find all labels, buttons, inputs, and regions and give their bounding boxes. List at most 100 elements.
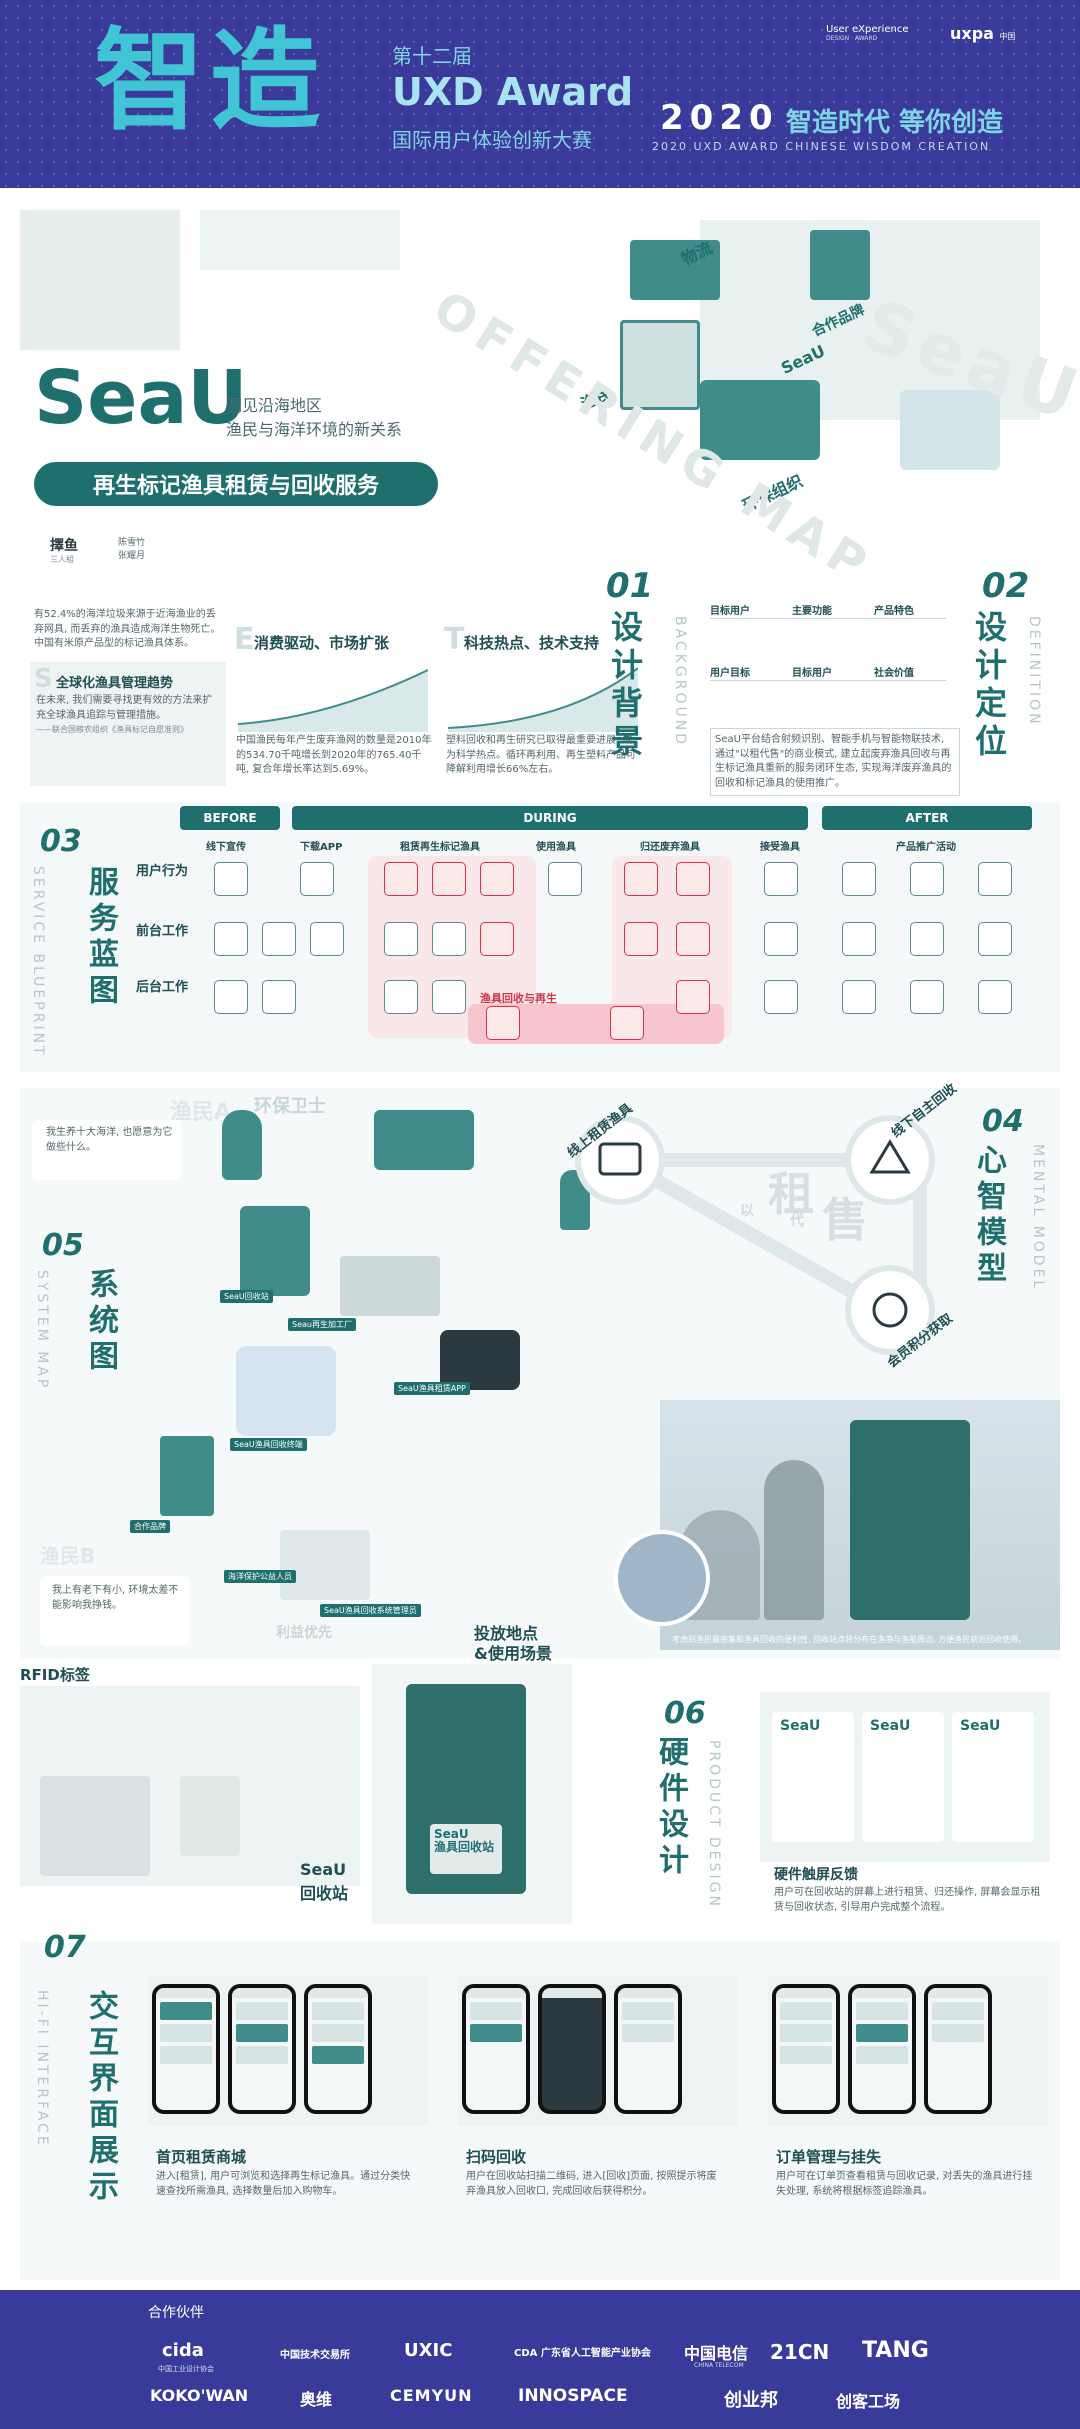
footer: 合作伙伴 cida 中国工业设计协会 中国技术交易所 UXIC CDA 广东省人… (0, 2290, 1080, 2429)
tech-letter: T (444, 622, 465, 657)
brand-logo: SeaU (34, 355, 248, 441)
logistics-truck-illustration (630, 240, 720, 300)
rfid-panel (20, 1686, 360, 1886)
subphase-download: 下载APP (300, 842, 343, 853)
header-competition: 国际用户体验创新大赛 (392, 128, 592, 152)
map-tile (20, 210, 180, 350)
phone-screen (228, 1984, 296, 2114)
blueprint-icon (676, 980, 710, 1014)
interface-card-1-title: 首页租赁商城 (156, 2148, 247, 2166)
background-panel: 有52.4%的海洋垃圾来源于近海渔业的丢弃网具, 而丢弃的渔具造成海洋生物死亡。… (20, 602, 700, 792)
tech-card: T 科技热点、技术支持 塑料回收和再生研究已取得最重要进展, 成为科学热点。循环… (444, 622, 644, 786)
row-user-action: 用户行为 (136, 864, 189, 879)
header-year: 2020 (660, 98, 779, 138)
phone-screen (538, 1984, 606, 2114)
recycle-terminal-illustration (236, 1346, 336, 1436)
touch-screen-2: SeaU (862, 1712, 944, 1842)
system-label-admin: SeaU渔具回收系统管理员 (320, 1604, 421, 1617)
mental-center-shou: 售 (822, 1193, 868, 1247)
partner-logo: CEMYUN (390, 2386, 473, 2405)
section-02-title: 设计定位 (970, 610, 1008, 762)
definition-header-5: 目标用户 (792, 668, 832, 679)
section-05-en: SYSTEM MAP (34, 1270, 50, 1391)
blueprint-icon (480, 922, 514, 956)
blueprint-icon (624, 922, 658, 956)
fisher-station-illustration (620, 320, 700, 410)
phone-screen (924, 1984, 992, 2114)
station-brand-plate: SeaU 渔具回收站 (430, 1824, 502, 1874)
partner-logo: INNOSPACE (518, 2386, 628, 2406)
economy-letter: E (234, 622, 255, 657)
fisher-b-quote: 我上有老下有小, 环境太差不能影响我挣钱。 (52, 1585, 179, 1611)
fisher-a-card (32, 1120, 182, 1180)
header-slogan-en: 2020 UXD AWARD CHINESE WISDOM CREATION (652, 140, 991, 153)
phase-after: AFTER (822, 806, 1032, 830)
section-07-title: 交互界面展示 (83, 1990, 118, 2206)
system-label-terminal: SeaU渔具回收终端 (230, 1438, 307, 1451)
team-names: 陈雪竹 张耀月 (118, 538, 146, 561)
definition-row-2 (710, 680, 946, 716)
mental-model-diagram (575, 1115, 935, 1355)
subphase-promotion: 线下宣传 (206, 842, 246, 853)
rfid-title: RFID标签 (20, 1666, 90, 1684)
blueprint-icon (764, 862, 798, 896)
station-label: SeaU (300, 1860, 347, 1879)
interface-card-3-shots (768, 1976, 1048, 2126)
touch-screens: SeaU SeaU SeaU (760, 1692, 1050, 1862)
section-07-number: 07 (44, 1930, 86, 1965)
partner-logo: CDA 广东省人工智能产业协会 (514, 2348, 651, 2359)
touch-title: 硬件触屏反馈 (774, 1867, 858, 1883)
blueprint-icon (262, 980, 296, 1014)
uxpa-logo-sub: 中国 (999, 32, 1016, 41)
uxd-logo-sub: DESIGN · AWARD (826, 35, 878, 42)
team-logo-sub: 三人組 (50, 555, 74, 564)
section-06-number: 06 (664, 1696, 706, 1731)
interface-card-1-text: 进入[租赁], 用户可浏览和选择再生标记渔具。通过分类快速查找所需渔具, 选择数… (156, 2171, 411, 2197)
economy-title: 消费驱动、市场扩张 (254, 634, 390, 652)
fisher-b-tag: 利益优先 (276, 1625, 332, 1641)
phase-during: DURING (292, 806, 808, 830)
seau-recycle-station-illustration (240, 1206, 310, 1296)
tech-trend-chart (448, 667, 638, 732)
partner-logo: KOKO'WAN (150, 2386, 249, 2405)
fisher-a-avatar (222, 1110, 262, 1180)
social-quote: ——联合国粮农组织《渔具标记自愿准则》 (36, 725, 188, 734)
blueprint-icon (486, 1006, 520, 1040)
definition-header-3: 产品特色 (874, 606, 914, 617)
phone-screen (152, 1984, 220, 2114)
scene-person (764, 1460, 824, 1620)
volunteer-illustration (280, 1530, 370, 1600)
section-01-title: 设计背景 (606, 610, 644, 762)
subphase-use: 使用渔具 (536, 842, 576, 853)
definition-row-1 (710, 618, 946, 654)
definition-header-1: 目标用户 (710, 606, 750, 617)
section-03-number: 03 (40, 824, 82, 859)
header-banner: 智造 第十二届 UXD Award 国际用户体验创新大赛 2020 智造时代 等… (0, 0, 1080, 188)
header-title-cn: 智造 (94, 17, 326, 145)
interface-card-2-text: 用户在回收站扫描二维码, 进入[回收]页面, 按照提示将废弃渔具放入回收口, 完… (466, 2171, 717, 2197)
tech-text: 塑料回收和再生研究已取得最重要进展, 成为科学热点。循环再利用、再生塑料产品可降… (446, 735, 636, 775)
partner-logo-sub: 中国工业设计协会 (158, 2365, 214, 2373)
uxpa-logo-text: uxpa (950, 24, 994, 43)
subphase-return: 归还废弃渔具 (640, 842, 700, 853)
environment-org-illustration (900, 390, 1000, 470)
section-04-title: 心智模型 (971, 1144, 1006, 1288)
touch-screen-brand: SeaU (870, 1718, 911, 1734)
partner-logo: cida (162, 2340, 204, 2361)
fisher-a-quote: 我生养十大海洋, 也愿意为它做些什么。 (46, 1127, 173, 1153)
blueprint-icon (432, 862, 466, 896)
definition-header-4: 用户目标 (710, 668, 750, 679)
section-07-en: HI-FI INTERFACE (34, 1990, 50, 2148)
interface-card-2-shots (458, 1976, 738, 2126)
blueprint-icon (432, 980, 466, 1014)
phone-screen (848, 1984, 916, 2114)
team-logo: 擇鱼 (50, 538, 78, 554)
section-03-en: SERVICE BLUEPRINT (30, 866, 46, 1058)
recycle-factory-illustration (340, 1256, 440, 1316)
social-title: 全球化渔具管理趋势 (56, 676, 174, 691)
blueprint-icon (432, 922, 466, 956)
section-04-number: 04 (982, 1104, 1024, 1139)
blueprint-icon (676, 922, 710, 956)
row-frontstage: 前台工作 (136, 924, 189, 939)
partner-logo-sub: CHINA TELECOM (694, 2362, 744, 2369)
